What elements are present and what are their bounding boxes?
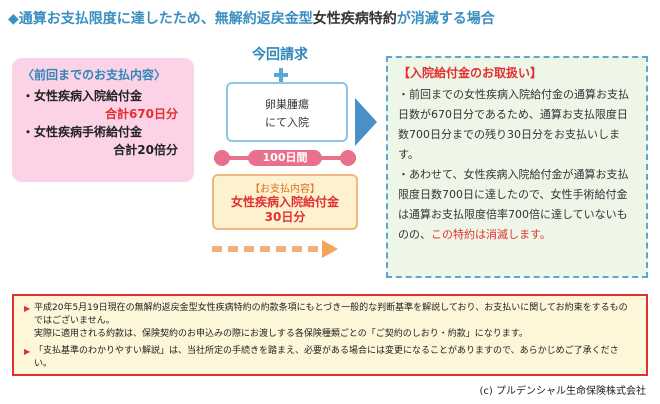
dash-segment xyxy=(292,246,302,252)
previous-payments-box: 〈前回までのお支払内容〉 ・女性疾病入院給付金 合計670日分 ・女性疾病手術給… xyxy=(12,58,194,182)
dashed-arrow-head xyxy=(322,240,338,258)
rules-heading: 【入院給付金のお取扱い】 xyxy=(398,66,543,80)
payment-line2: 30日分 xyxy=(264,210,306,224)
diamond-marker-icon: ◆ xyxy=(8,11,19,27)
diagnosis-line1: 卵巣腫瘍 xyxy=(265,98,309,111)
rules-paragraph-2-highlight: この特約は消滅します。 xyxy=(431,228,551,241)
notice-line-3-text: 「支払基準のわかりやすい解説」は、当社所定の手続きを踏まえ、必要がある場合には変… xyxy=(34,346,619,369)
payment-box: 【お支払内容】 女性疾病入院給付金 30日分 xyxy=(212,174,358,230)
dash-segment xyxy=(308,246,318,252)
medical-cross-icon xyxy=(274,68,288,82)
rules-paragraph-1: ・前回までの女性疾病入院給付金の通算お支払日数が670日分であるため、通算お支払… xyxy=(398,88,629,161)
days-label: 100日間 xyxy=(248,150,322,166)
handling-rules-box: 【入院給付金のお取扱い】 ・前回までの女性疾病入院給付金の通算お支払日数が670… xyxy=(386,56,648,278)
previous-item-hospital-label: ・女性疾病入院給付金 xyxy=(22,89,143,103)
dash-segment xyxy=(276,246,286,252)
title-text: 通算お支払限度に達したため、無解約返戻金型 xyxy=(18,11,313,27)
payment-heading: 【お支払内容】 xyxy=(250,184,320,195)
disclaimer-notice: ▶平成20年5月19日現在の無解約返戻金型女性疾病特約の約款条項にもとづき一般的… xyxy=(12,294,648,376)
notice-line-1-text: 平成20年5月19日現在の無解約返戻金型女性疾病特約の約款条項にもとづき一般的な… xyxy=(34,303,628,326)
dash-segment xyxy=(228,246,238,252)
previous-item-surgery-label: ・女性疾病手術給付金 xyxy=(22,125,143,139)
rules-paragraph-2-text: ・あわせて、女性疾病入院給付金が通算お支払限度日数700日に達したので、女性手術… xyxy=(398,168,629,241)
dash-segment xyxy=(244,246,254,252)
page-title: ◆通算お支払限度に達したため、無解約返戻金型女性疾病特約が消滅する場合 xyxy=(8,8,495,28)
notice-line-2-text: 実際に適用される約款は、保険契約のお申込みの際にお渡しする各保険種類ごとの「ご契… xyxy=(34,329,528,339)
hospital-days-bar: 100日間 xyxy=(214,150,356,166)
arrow-right-icon xyxy=(355,98,377,146)
days-start-dot xyxy=(214,150,230,166)
notice-line-2: 実際に適用される約款は、保険契約のお申込みの際にお渡しする各保険種類ごとの「ご契… xyxy=(24,328,636,341)
rules-paragraph-2: ・あわせて、女性疾病入院給付金が通算お支払限度日数700日に達したので、女性手術… xyxy=(398,165,636,245)
diagnosis-box: 卵巣腫瘍 にて入院 xyxy=(226,82,348,142)
copyright: (c) プルデンシャル生命保険株式会社 xyxy=(479,386,646,397)
dash-segment xyxy=(260,246,270,252)
current-request-heading: 今回請求 xyxy=(252,47,308,63)
days-end-dot xyxy=(340,150,356,166)
dash-segment xyxy=(212,246,222,252)
bullet-triangle-icon: ▶ xyxy=(24,304,31,313)
dashed-arrow-icon xyxy=(212,240,342,258)
notice-line-3: ▶「支払基準のわかりやすい解説」は、当社所定の手続きを踏まえ、必要がある場合には… xyxy=(24,345,636,371)
previous-heading: 〈前回までのお支払内容〉 xyxy=(22,68,167,82)
previous-item-hospital-amount: 合計670日分 xyxy=(104,107,178,121)
notice-line-1: ▶平成20年5月19日現在の無解約返戻金型女性疾病特約の約款条項にもとづき一般的… xyxy=(24,302,636,328)
title-tail: が消滅する場合 xyxy=(396,11,495,27)
bullet-triangle-icon: ▶ xyxy=(24,347,31,356)
payment-line1: 女性疾病入院給付金 xyxy=(230,195,339,209)
diagnosis-line2: にて入院 xyxy=(265,116,309,129)
title-rider-name: 女性疾病特約 xyxy=(312,11,397,27)
previous-item-surgery-amount: 合計20倍分 xyxy=(113,143,178,157)
